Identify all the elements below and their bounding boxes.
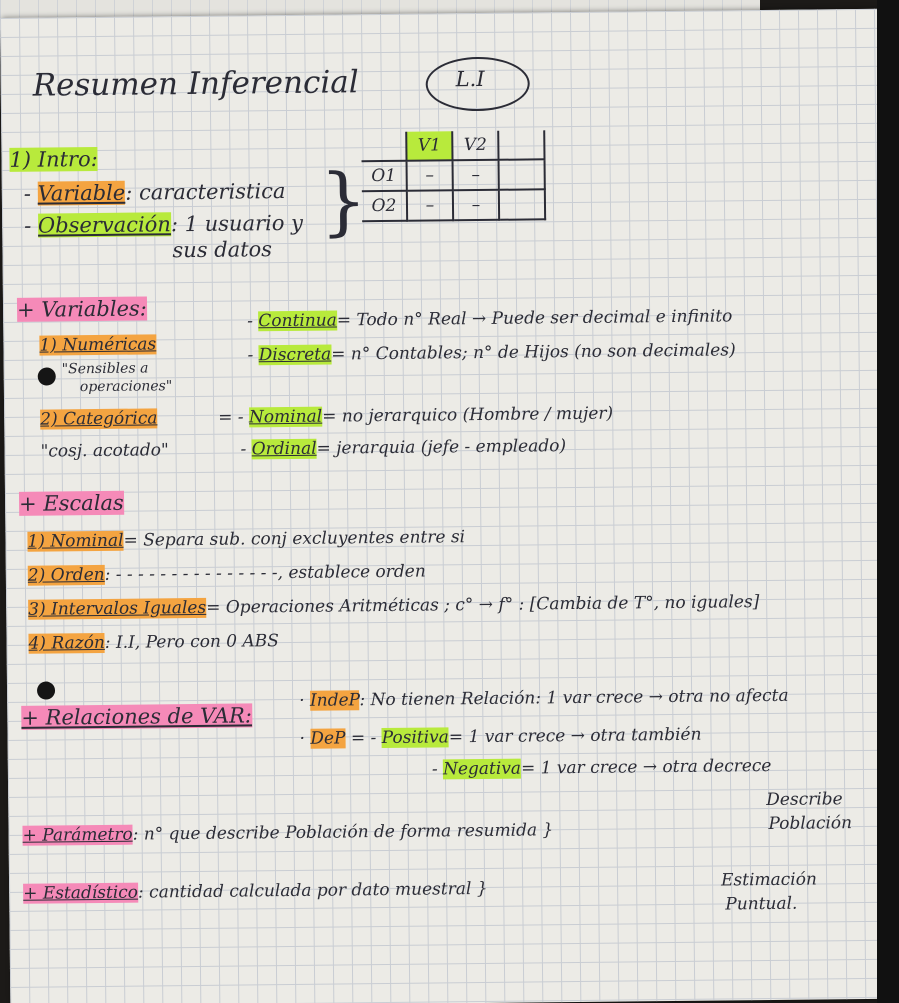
parametro-text: : n° que describe Población de forma res… xyxy=(132,820,538,845)
table-cell: – xyxy=(406,160,453,191)
estadistico-aside-1: Estimación xyxy=(720,869,817,891)
variables-heading: + Variables: xyxy=(16,296,147,322)
relaciones-heading: + Relaciones de VAR: xyxy=(21,703,253,730)
parametro-label: + Parámetro xyxy=(22,824,133,846)
estadistico-text: : cantidad calculada por dato muestral xyxy=(137,879,472,903)
escala-text: : I.I, Pero con 0 ABS xyxy=(104,631,280,653)
observacion-def-1: : 1 usuario y xyxy=(170,210,304,237)
table-cell xyxy=(498,159,545,190)
positiva-label: Positiva xyxy=(381,727,449,749)
categorica-nominal-row: = - Nominal= no jerarquico (Hombre / muj… xyxy=(218,403,614,428)
notebook-sheet: Resumen Inferencial L.I 1) Intro: - Vari… xyxy=(0,8,891,1003)
discreta-def: = n° Contables; n° de Hijos (no son deci… xyxy=(331,340,736,365)
escala-text: = Separa sub. conj excluyentes entre si xyxy=(123,527,466,551)
bullet-dot xyxy=(36,681,56,700)
table-cell xyxy=(498,130,545,160)
estadistico-row: + Estadístico: cantidad calculada por da… xyxy=(23,878,488,904)
continua-row: - Continua= Todo n° Real → Puede ser dec… xyxy=(247,306,733,332)
table-cell: – xyxy=(452,159,499,191)
escala-row-1: 1) Nominal= Separa sub. conj excluyentes… xyxy=(27,527,465,552)
indep-label: IndeP xyxy=(309,690,360,711)
intro-heading: 1) Intro: xyxy=(9,146,98,172)
bullet-dot xyxy=(37,367,56,386)
ordinal-def: = jerarquia (jefe - empleado) xyxy=(316,436,567,459)
observacion-row: - Observación: 1 usuario y xyxy=(24,210,304,238)
categorica-note: "cosj. acotado" xyxy=(40,440,169,462)
table-header-cell: V1 xyxy=(406,131,453,161)
escala-text: = Operaciones Aritméticas ; c° → f° : [C… xyxy=(206,592,760,618)
desk-edge xyxy=(877,0,899,1003)
escala-row-4: 4) Razón: I.I, Pero con 0 ABS xyxy=(28,631,279,654)
parametro-aside-1: Describe xyxy=(766,789,843,811)
indep-text: : No tienen Relación: 1 var crece → otra… xyxy=(359,685,789,711)
observacion-def-2: sus datos xyxy=(172,237,273,263)
table-cell xyxy=(498,189,546,220)
parametro-aside-2: Población xyxy=(768,813,853,834)
negativa-row: - Negativa= 1 var crece → otra decrece xyxy=(431,755,772,780)
table-cell xyxy=(361,131,407,162)
parametro-row: + Parámetro: n° que describe Población d… xyxy=(22,820,554,846)
escala-row-3: 3) Intervalos Iguales= Operaciones Aritm… xyxy=(28,592,759,620)
variables-observations-table: V1 V2 O1 – – O2 – – xyxy=(361,130,546,222)
escala-row-2: 2) Orden: - - - - - - - - - - - - - - -,… xyxy=(27,561,426,586)
escala-label: 2) Orden xyxy=(27,564,105,586)
negativa-text: = 1 var crece → otra decrece xyxy=(520,755,772,779)
ordinal-label: Ordinal xyxy=(251,438,317,460)
continua-def: = Todo n° Real → Puede ser decimal e inf… xyxy=(336,306,733,331)
numericas-label: 1) Numéricas xyxy=(39,334,157,356)
escala-label: 4) Razón xyxy=(28,632,105,654)
escalas-heading: + Escalas xyxy=(18,490,124,516)
negativa-label: Negativa xyxy=(442,758,522,780)
discreta-row: - Discreta= n° Contables; n° de Hijos (n… xyxy=(247,340,736,366)
dep-label: DeP xyxy=(310,728,346,749)
table-row-label: O1 xyxy=(361,160,407,192)
page-title: Resumen Inferencial xyxy=(32,64,359,104)
dep-row: · DeP = - Positiva= 1 var crece → otra t… xyxy=(299,724,702,749)
variable-row: - Variable: caracteristica xyxy=(23,179,286,206)
table-row: O1 – – xyxy=(361,159,545,192)
escala-text: : - - - - - - - - - - - - - - -, estable… xyxy=(104,561,426,585)
numericas-note-2: operaciones" xyxy=(79,378,173,396)
categorica-ordinal-row: - Ordinal= jerarquia (jefe - empleado) xyxy=(240,436,567,460)
continua-label: Continua xyxy=(258,310,337,332)
nominal-label: Nominal xyxy=(248,406,323,428)
table-header-cell: V2 xyxy=(452,130,499,161)
discreta-label: Discreta xyxy=(258,344,332,366)
table-cell: – xyxy=(452,189,500,221)
table-cell: – xyxy=(406,190,454,221)
table-row: O2 – – xyxy=(361,189,546,222)
table-header-row: V1 V2 xyxy=(361,130,545,162)
estadistico-aside-2: Puntual. xyxy=(725,893,798,915)
indep-row: · IndeP: No tienen Relación: 1 var crece… xyxy=(299,685,789,711)
variable-def: : caracteristica xyxy=(125,179,286,205)
nominal-def: = no jerarquico (Hombre / mujer) xyxy=(322,403,614,427)
curly-brace: } xyxy=(319,158,368,245)
observacion-label: Observación xyxy=(37,212,172,238)
escala-label: 1) Nominal xyxy=(27,530,124,552)
estadistico-label: + Estadístico xyxy=(23,882,139,904)
variable-label: Variable xyxy=(37,180,126,206)
categorica-label: 2) Categórica xyxy=(40,408,158,430)
section-badge-text: L.I xyxy=(455,66,485,92)
positiva-text: = 1 var crece → otra también xyxy=(448,724,702,748)
table-row-label: O2 xyxy=(361,190,408,222)
numericas-note-1: "Sensibles a xyxy=(61,360,149,378)
escala-label: 3) Intervalos Iguales xyxy=(28,597,207,620)
